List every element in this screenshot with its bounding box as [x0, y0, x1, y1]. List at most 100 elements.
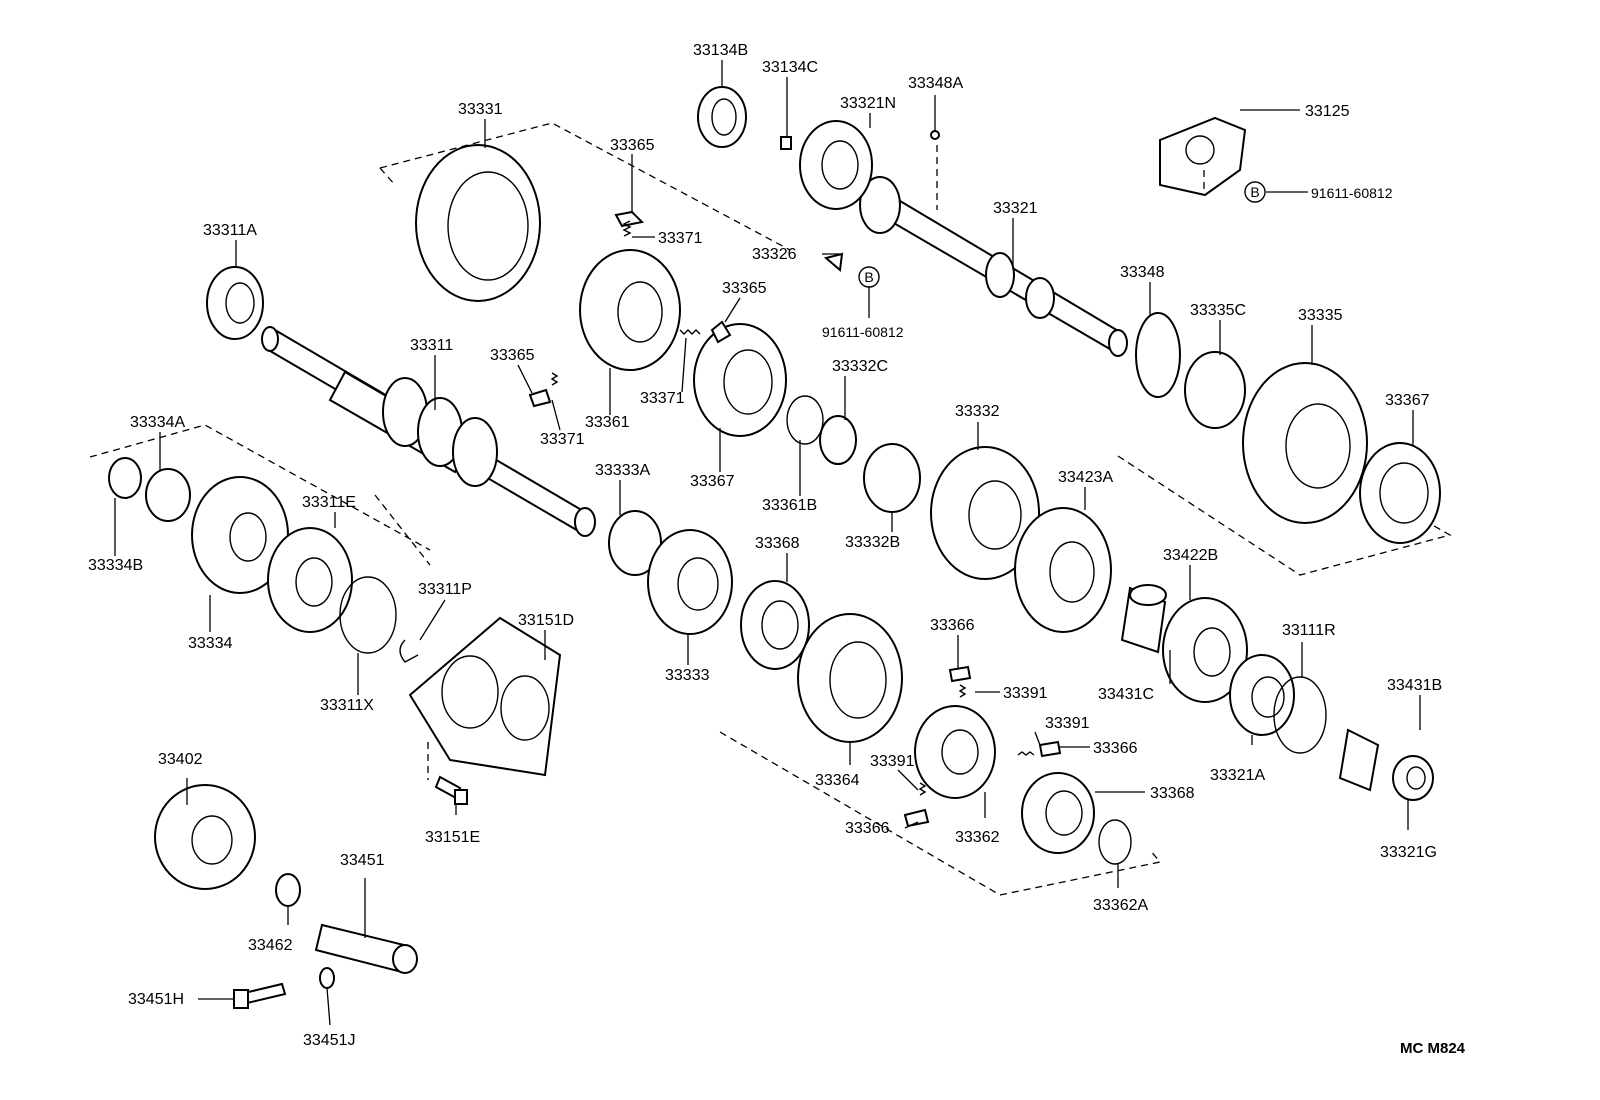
label-33431C: 33431C [1098, 686, 1154, 703]
label-33371-left: 33371 [540, 431, 585, 448]
spacer-33431B [1338, 728, 1380, 792]
svg-text:B: B [1250, 184, 1259, 200]
part-labels: 33134B 33134C 33348A 33321N 33125 91611-… [88, 42, 1442, 1049]
label-91611-60812-top: 91611-60812 [1311, 185, 1393, 201]
label-33431B: 33431B [1387, 677, 1442, 694]
key-33365-left [528, 388, 552, 408]
washer-33462 [275, 873, 301, 907]
label-33367-mid: 33367 [690, 473, 735, 490]
plate-33151D [408, 616, 562, 777]
label-33367-right: 33367 [1385, 392, 1430, 409]
label-33311P: 33311P [418, 581, 472, 598]
label-33332B: 33332B [845, 534, 900, 551]
group-outline-reverse-hub [379, 122, 791, 251]
key-33366-mid [1038, 740, 1062, 758]
label-33151E: 33151E [425, 829, 480, 846]
snap-ring-33361B [786, 395, 824, 445]
spring-33391-top [958, 684, 967, 698]
label-33371-mid: 33371 [640, 390, 685, 407]
bolt-33151E [434, 775, 468, 805]
spring-33371-mid [679, 329, 701, 335]
snap-ring-33111R [1273, 676, 1327, 754]
label-33368-bottom: 33368 [1150, 785, 1195, 802]
spring-33391-left [918, 782, 927, 796]
label-33391-top: 33391 [1003, 685, 1048, 702]
label-33334B: 33334B [88, 557, 143, 574]
label-33364: 33364 [815, 772, 860, 789]
shaft-33451 [314, 923, 418, 974]
bolt-marker-mid: B [858, 266, 880, 288]
sleeve-33331 [415, 144, 541, 302]
label-33366-mid: 33366 [1093, 740, 1138, 757]
label-33361: 33361 [585, 414, 630, 431]
label-33362A: 33362A [1093, 897, 1148, 914]
bearing-33334A [145, 468, 191, 522]
label-33451J: 33451J [303, 1032, 356, 1049]
gear-33333 [647, 529, 733, 635]
bearing-33321N [799, 120, 873, 210]
label-33134B: 33134B [693, 42, 748, 59]
label-33365-top: 33365 [610, 137, 655, 154]
group-outline-output-rear [1117, 455, 1452, 576]
label-33326: 33326 [752, 246, 797, 263]
svg-text:B: B [864, 269, 873, 285]
label-33391-mid: 33391 [1045, 715, 1090, 732]
gear-33423A [1014, 507, 1112, 633]
spring-33371-left [550, 372, 559, 386]
washer-33334B [108, 457, 142, 499]
washer-33348 [1135, 312, 1181, 398]
label-33366-left: 33366 [845, 820, 890, 837]
key-33366-top [948, 665, 972, 683]
bearing-33134B [697, 86, 747, 148]
label-33125: 33125 [1305, 103, 1350, 120]
nut-33321G [1392, 755, 1434, 801]
label-33321: 33321 [993, 200, 1038, 217]
bearing-33311A [206, 266, 264, 340]
sleeve-33364 [797, 613, 903, 743]
bearing-33332B [863, 443, 921, 513]
washer-33451J [319, 967, 335, 989]
label-33335: 33335 [1298, 307, 1343, 324]
label-33332C: 33332C [832, 358, 888, 375]
snap-ring-33311X [339, 576, 397, 654]
label-33348A: 33348A [908, 75, 963, 92]
group-outline-output-front [89, 424, 431, 566]
clip-33311P [399, 639, 419, 663]
bolt-33451H [233, 982, 287, 1009]
label-33348: 33348 [1120, 264, 1165, 281]
label-33311: 33311 [410, 337, 453, 354]
label-33365-left: 33365 [490, 347, 535, 364]
ball-33348A [930, 130, 940, 140]
label-33321A: 33321A [1210, 767, 1265, 784]
label-33422B: 33422B [1163, 547, 1218, 564]
gear-33332 [930, 446, 1040, 580]
label-33311X: 33311X [320, 697, 374, 714]
label-33111R: 33111R [1282, 622, 1336, 639]
bolt-marker-top: B [1244, 181, 1266, 203]
label-33134C: 33134C [762, 59, 818, 76]
label-33311E: 33311E [302, 494, 356, 511]
gear-33422B [1162, 597, 1248, 703]
label-33335C: 33335C [1190, 302, 1246, 319]
shim-33134C [780, 136, 792, 150]
label-33451: 33451 [340, 852, 385, 869]
synchro-ring-33368-bottom [1021, 772, 1095, 854]
bearing-33321A [1229, 654, 1295, 736]
label-91611-60812-mid: 91611-60812 [822, 324, 904, 340]
snap-ring-33362A [1098, 819, 1132, 865]
label-33366-top: 33366 [930, 617, 975, 634]
synchro-ring-33368-top [740, 580, 810, 670]
gear-33335 [1242, 362, 1368, 524]
label-33333A: 33333A [595, 462, 650, 479]
label-33368-top: 33368 [755, 535, 800, 552]
spring-33391-mid [1017, 751, 1035, 756]
label-33371-top: 33371 [658, 230, 703, 247]
label-33311A: 33311A [203, 222, 257, 239]
label-33331: 33331 [458, 101, 503, 118]
hub-33362 [914, 705, 996, 799]
group-outline-synchro-lower [719, 731, 1162, 896]
key-33366-left [903, 808, 930, 828]
diagram-code: MC M824 [1400, 1040, 1466, 1057]
label-33332: 33332 [955, 403, 1000, 420]
